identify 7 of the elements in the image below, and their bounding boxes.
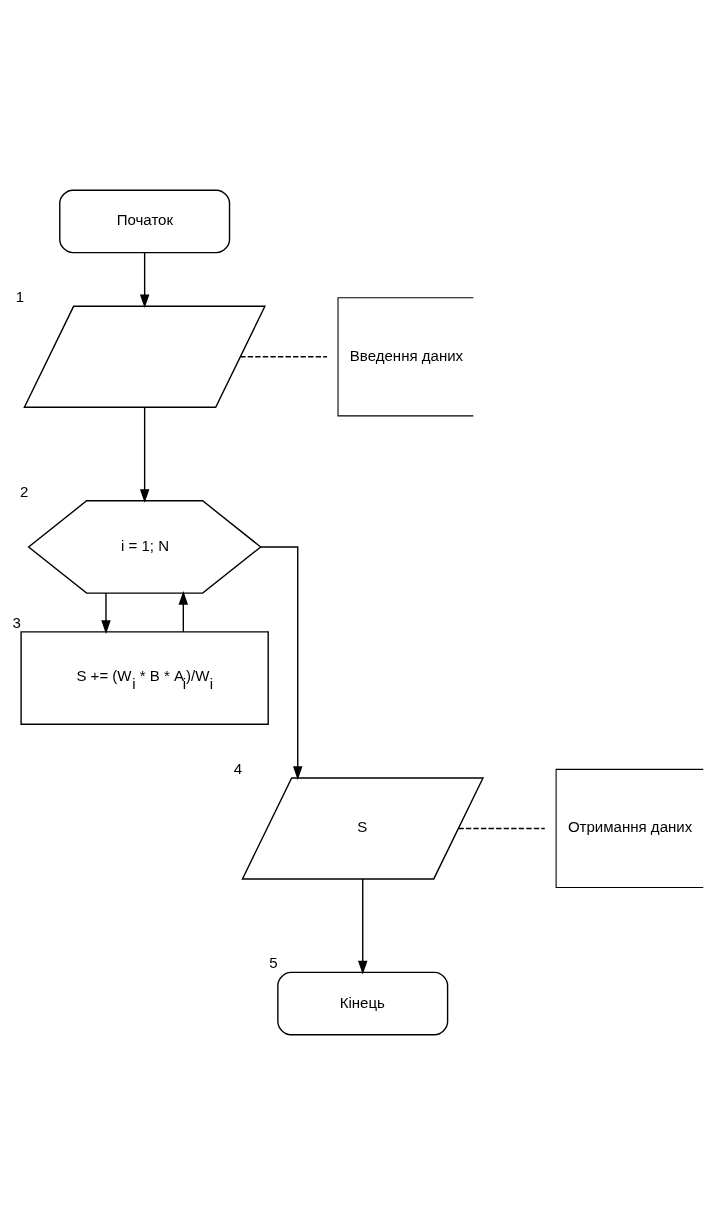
node-label: 4 [233,759,243,777]
node-text: Введення даних [349,346,464,364]
node-label: 3 [12,613,21,631]
node-label: 5 [269,953,278,971]
node-label: 1 [15,287,25,305]
node-label: 2 [20,482,29,500]
node-text: Отримання даних [567,817,693,835]
